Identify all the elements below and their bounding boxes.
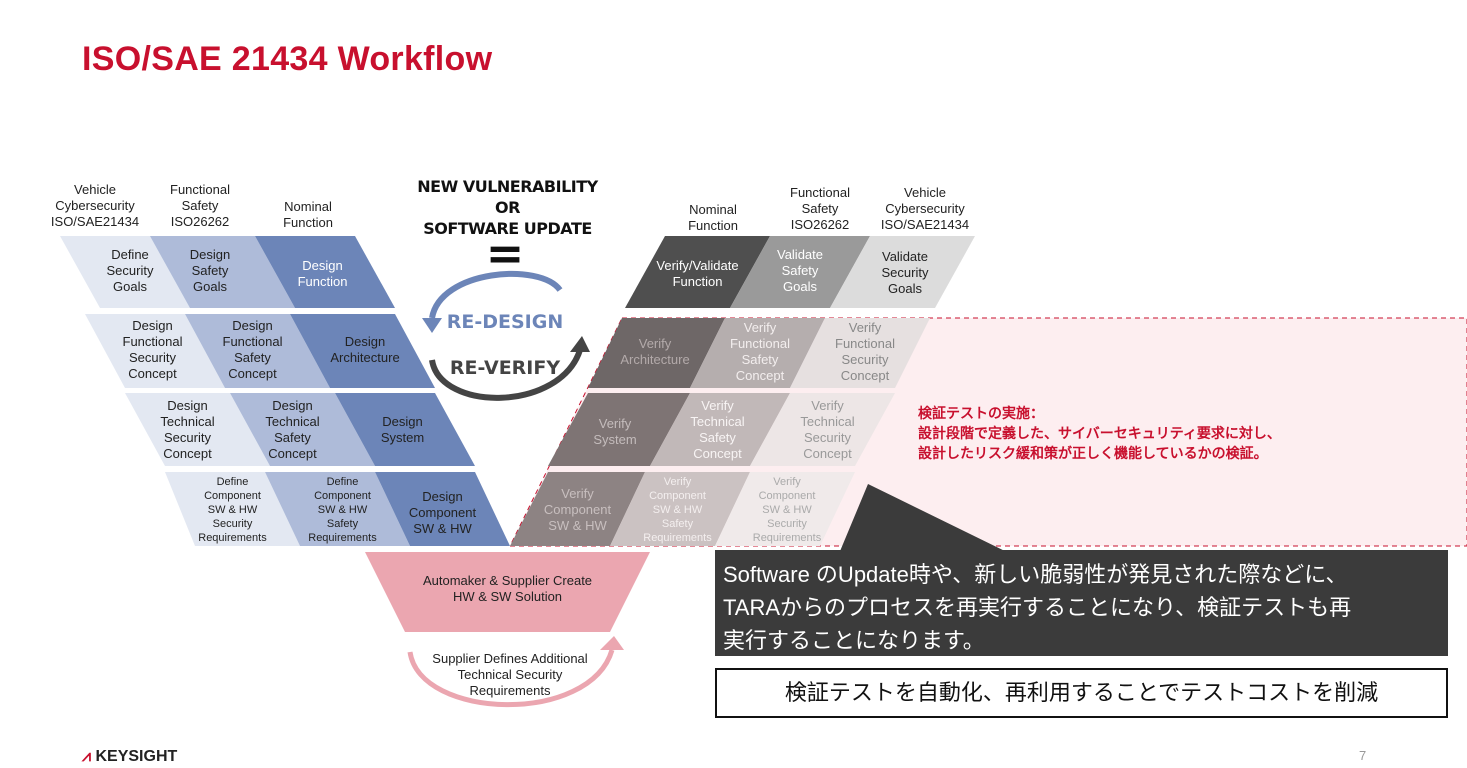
right-header-nominal: Nominal Function [688,202,738,233]
left-cell-r3c2 [230,393,375,466]
right-cell-r2c2 [690,318,825,388]
keysight-wave-icon: ⩘ [82,748,92,765]
right-label-r1c1: Verify/Validate Function [656,258,739,289]
summary-box: 検証テストを自動化、再利用することでテストコストを削減 [715,668,1448,718]
left-label-r4c1: Define Component SW & HW Security Requir… [198,476,267,544]
right-label-r4c3: Verify Component SW & HW Security Requir… [752,476,822,544]
left-label-r1c2: Design Safety Goals [189,247,231,294]
left-cell-r4c2 [265,472,410,546]
page-title: ISO/SAE 21434 Workflow [82,40,493,78]
left-header-cybersecurity: Vehicle Cybersecurity ISO/SAE21434 [50,182,140,229]
callout-pointer [838,484,1015,556]
left-cell-r2c3 [290,314,435,388]
right-label-r4c1: Verify Component SW & HW [543,486,612,533]
right-label-r1c2: Validate Safety Goals [776,247,823,294]
left-label-r4c2: Define Component SW & HW Safety Requirem… [308,476,377,544]
left-cell-r4c3 [375,472,510,546]
right-cell-r4c2 [610,472,750,546]
right-header-cybersecurity: Vehicle Cybersecurity ISO/SAE21434 [880,185,970,232]
reverify-label: RE-VERIFY [449,357,561,379]
right-cell-r1c1 [625,236,770,308]
right-cell-r3c2 [650,393,790,466]
left-label-r2c2: Design Functional Safety Concept [222,318,283,381]
redesign-label: RE-DESIGN [446,311,564,333]
left-cell-r1c3 [255,236,395,308]
left-label-r1c1: Define Security Goals [106,247,154,294]
left-label-r3c1: Design Technical Security Concept [160,398,215,461]
page-number: 7 [1359,748,1367,763]
left-header-safety: Functional Safety ISO26262 [170,182,230,229]
vulnerability-headline: NEW VULNERABILITY OR SOFTWARE UPDATE [417,177,598,238]
left-label-r3c2: Design Technical Safety Concept [265,398,320,461]
left-cell-r2c1 [85,314,225,388]
left-cell-r1c2 [150,236,295,308]
solution-label: Automaker & Supplier Create HW & SW Solu… [422,573,593,604]
logo-text: KEYSIGHT [95,748,178,765]
keysight-logo: ⩘ KEYSIGHT [82,748,177,766]
right-cell-r4c3 [715,472,855,546]
left-label-r2c3: Design Architecture [330,334,400,365]
left-label-r1c3: Design Function [297,258,348,289]
right-cell-r2c1 [588,318,725,388]
left-cell-r3c3 [335,393,475,466]
left-cell-r3c1 [125,393,270,466]
right-cell-r1c2 [730,236,870,308]
left-label-r2c1: Design Functional Security Concept [122,318,183,381]
solution-trapezoid [365,552,650,632]
right-label-r2c2: Verify Functional Safety Concept [730,320,790,383]
supplier-label: Supplier Defines Additional Technical Se… [432,651,588,698]
left-label-r4c3: Design Component SW & HW [408,489,477,536]
left-cell-r4c1 [165,472,300,546]
right-cell-r3c3 [750,393,895,466]
right-cell-r4c1 [510,472,645,546]
right-cell-r1c3 [830,236,975,308]
right-label-r2c3: Verify Functional Security Concept [835,320,895,383]
update-note: Software のUpdate時や、新しい脆弱性が発見された際などに、 TAR… [715,550,1448,656]
right-label-r3c3: Verify Technical Security Concept [800,398,855,461]
redesign-arc [429,270,563,319]
supplier-loop-arrowhead [600,636,624,650]
supplier-loop-arrow [407,649,615,708]
left-label-r3c3: Design System [380,414,425,445]
right-label-r4c2: Verify Component SW & HW Safety Requirem… [643,476,712,544]
right-header-safety: Functional Safety ISO26262 [790,185,850,232]
right-label-r3c2: Verify Technical Safety Concept [690,398,745,461]
right-cell-r3c1 [548,393,690,466]
right-label-r3c1: Verify System [593,416,637,447]
right-label-r2c1: Verify Architecture [620,336,690,367]
equals-sign: = [485,226,525,280]
reverify-arrowhead [570,336,590,352]
left-cell-r2c2 [185,314,330,388]
right-cell-r2c3 [790,318,930,388]
left-header-nominal: Nominal Function [283,199,333,230]
verification-callout: 検証テストの実施： 設計段階で定義した、サイバーセキュリティ要求に対し、 設計し… [918,405,1281,461]
reverify-arc [429,348,583,401]
redesign-arrowhead [422,318,442,333]
right-label-r1c3: Validate Security Goals [881,249,929,296]
